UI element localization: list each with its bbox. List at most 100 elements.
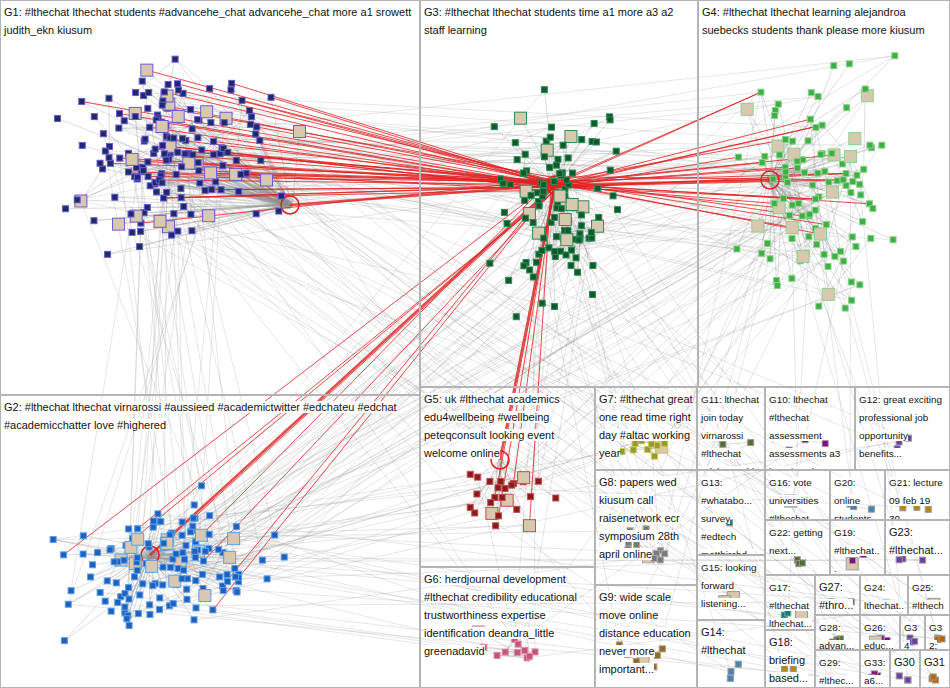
group-heading: G22: getting next... [769, 527, 823, 556]
graph-edge-strong [162, 105, 557, 181]
graph-vertex [554, 190, 566, 202]
graph-vertex [88, 574, 94, 580]
graph-vertex [487, 478, 493, 484]
graph-vertex [840, 177, 846, 183]
group-heading: G29: #lthec... [819, 657, 854, 686]
graph-vertex [815, 170, 821, 176]
graph-vertex [501, 209, 507, 215]
group-box: G26: educ... [860, 615, 900, 650]
graph-vertex [808, 90, 814, 96]
graph-vertex [61, 552, 67, 558]
heading-wrap: G27: #thro... [816, 576, 859, 613]
graph-vertex [796, 200, 802, 206]
heading-wrap: G13: #whatabo... survey #edtech mattbirc… [698, 471, 764, 555]
graph-vertex [850, 179, 856, 185]
graph-vertex [590, 263, 596, 269]
graph-vertex [632, 441, 638, 447]
graph-vertex [184, 586, 190, 592]
graph-edge [785, 89, 865, 140]
graph-vertex [527, 267, 533, 273]
graph-vertex [220, 163, 226, 169]
graph-vertex [239, 97, 245, 103]
graph-vertex [654, 652, 660, 658]
graph-edge [182, 516, 499, 579]
graph-vertex [116, 111, 122, 117]
graph-vertex [228, 533, 240, 545]
graph-vertex [80, 551, 86, 557]
graph-vertex [797, 251, 809, 263]
graph-vertex [860, 219, 866, 225]
graph-vertex [124, 616, 130, 622]
graph-vertex [514, 506, 520, 512]
graph-vertex [97, 160, 103, 166]
graph-vertex [565, 130, 577, 142]
graph-vertex [180, 550, 186, 556]
graph-vertex [156, 120, 168, 132]
graph-edge [150, 518, 193, 559]
graph-vertex [546, 245, 552, 251]
group-box: G2: #lthechat lthechat virnarossi #aussi… [0, 395, 420, 688]
graph-edge [163, 101, 840, 639]
graph-vertex [233, 158, 239, 164]
graph-vertex [867, 142, 873, 148]
graph-vertex [774, 283, 780, 289]
graph-vertex [762, 153, 768, 159]
graph-vertex [159, 102, 165, 108]
graph-edge [129, 153, 475, 513]
heading-wrap: G2: #lthechat lthechat virnarossi #aussi… [1, 396, 419, 433]
heading-wrap: G8: papers wed kiusum call raisenetwork … [596, 471, 696, 562]
graph-vertex [789, 202, 795, 208]
graph-vertex [272, 532, 278, 538]
graph-vertex [195, 529, 207, 541]
graph-vertex [161, 538, 173, 550]
graph-vertex [224, 578, 230, 584]
graph-vertex [261, 174, 273, 186]
graph-vertex [113, 580, 119, 586]
graph-vertex [233, 574, 239, 580]
graph-edge [155, 184, 209, 549]
graph-vertex [75, 195, 87, 207]
graph-vertex [132, 533, 144, 545]
graph-vertex [784, 179, 790, 185]
graph-edge-strong [150, 185, 555, 555]
graph-edge [111, 556, 147, 612]
group-box: G1: #lthechat lthechat students #advance… [0, 0, 420, 395]
graph-vertex [172, 110, 184, 122]
graph-vertex [129, 229, 135, 235]
graph-vertex [807, 211, 813, 217]
graph-edge [71, 555, 151, 591]
graph-vertex [140, 581, 146, 587]
heading-wrap: G5: uk #lthechat academics edu4wellbeing… [421, 388, 594, 461]
graph-vertex [498, 478, 504, 484]
graph-vertex [741, 103, 753, 115]
graph-vertex [238, 171, 244, 177]
graph-vertex [551, 179, 557, 185]
graph-vertex [180, 136, 186, 142]
graph-vertex [135, 526, 141, 532]
graph-vertex [205, 167, 217, 179]
graph-vertex [215, 546, 221, 552]
graph-vertex [522, 215, 528, 221]
graph-vertex [815, 93, 821, 99]
graph-vertex [540, 182, 546, 188]
group-box: G4: #lthechat lthechat learning alejandr… [698, 0, 950, 387]
graph-vertex [142, 136, 148, 142]
graph-vertex [68, 588, 74, 594]
graph-vertex [203, 210, 215, 222]
graph-vertex [518, 472, 530, 484]
graph-vertex [160, 582, 166, 588]
graph-vertex [488, 500, 494, 506]
graph-vertex [193, 605, 199, 611]
graph-edge [127, 231, 568, 619]
graph-vertex [892, 53, 898, 59]
graph-vertex [813, 196, 819, 202]
group-box: G21: lecture 09 feb 19 30... [885, 470, 950, 520]
graph-edge [495, 154, 821, 497]
group-box: G17: #lthechat lthechat... [765, 575, 815, 630]
graph-vertex [790, 138, 796, 144]
graph-vertex [199, 147, 205, 153]
graph-vertex [630, 447, 636, 453]
graph-vertex [832, 253, 838, 259]
graph-vertex [220, 588, 226, 594]
graph-vertex [849, 133, 861, 145]
